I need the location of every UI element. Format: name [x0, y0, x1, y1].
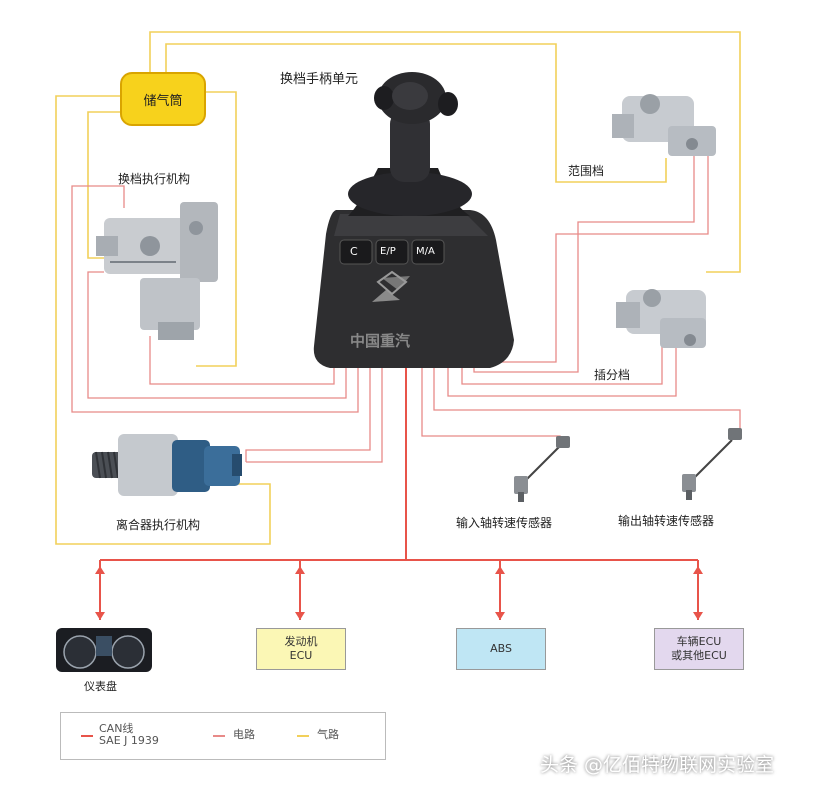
engine-ecu-line2: ECU	[289, 649, 313, 662]
legend-air-line	[297, 735, 309, 737]
can-bus	[99, 366, 699, 620]
lever-brand: 中国重汽	[350, 332, 411, 350]
watermark: 头条 @亿佰特物联网实验室	[540, 754, 775, 776]
abs-label: ABS	[490, 642, 512, 655]
legend-can-line	[81, 735, 93, 737]
legend-can-line2: SAE J 1939	[99, 734, 159, 747]
lever-buttons	[339, 239, 445, 265]
legend-can-label: CAN线 SAE J 1939	[99, 723, 159, 747]
abs-box: ABS	[456, 628, 546, 670]
output-sensor-label: 输出轴转速传感器	[618, 514, 715, 528]
input-speed-sensor-image	[514, 436, 570, 502]
can-arrows	[95, 566, 703, 620]
gear-actuator-label: 换档执行机构	[118, 172, 191, 186]
range-gear-image	[612, 94, 716, 156]
gear-actuator-image	[96, 202, 218, 340]
vehicle-ecu-line2: 或其他ECU	[671, 649, 727, 662]
air-tank-label: 储气筒	[143, 93, 183, 109]
legend-electric-line	[213, 735, 225, 737]
legend-can-line1: CAN线	[99, 722, 134, 735]
lever-button-c: C	[350, 245, 358, 258]
range-gear-label: 范围档	[568, 164, 605, 178]
engine-ecu-line1: 发动机	[284, 635, 318, 648]
split-gear-label: 插分档	[594, 368, 631, 382]
clutch-actuator-label: 离合器执行机构	[116, 518, 201, 532]
lever-button-ep: E/P	[380, 246, 396, 257]
shift-lever-label: 换档手柄单元	[280, 72, 359, 87]
legend: CAN线 SAE J 1939 电路 气路	[60, 712, 386, 760]
instrument-panel-image	[56, 628, 152, 672]
lever-button-ma: M/A	[416, 246, 435, 257]
split-gear-image	[616, 289, 706, 348]
output-speed-sensor-image	[682, 428, 742, 500]
air-lines	[55, 31, 741, 545]
clutch-actuator-image	[92, 434, 242, 496]
legend-electric-label: 电路	[233, 728, 255, 741]
air-tank: 储气筒	[120, 72, 206, 126]
legend-air-label: 气路	[317, 728, 339, 741]
instrument-panel-label: 仪表盘	[84, 680, 117, 693]
shift-lever-unit	[313, 72, 514, 368]
vehicle-ecu-line1: 车辆ECU	[676, 635, 722, 648]
input-sensor-label: 输入轴转速传感器	[456, 516, 553, 530]
